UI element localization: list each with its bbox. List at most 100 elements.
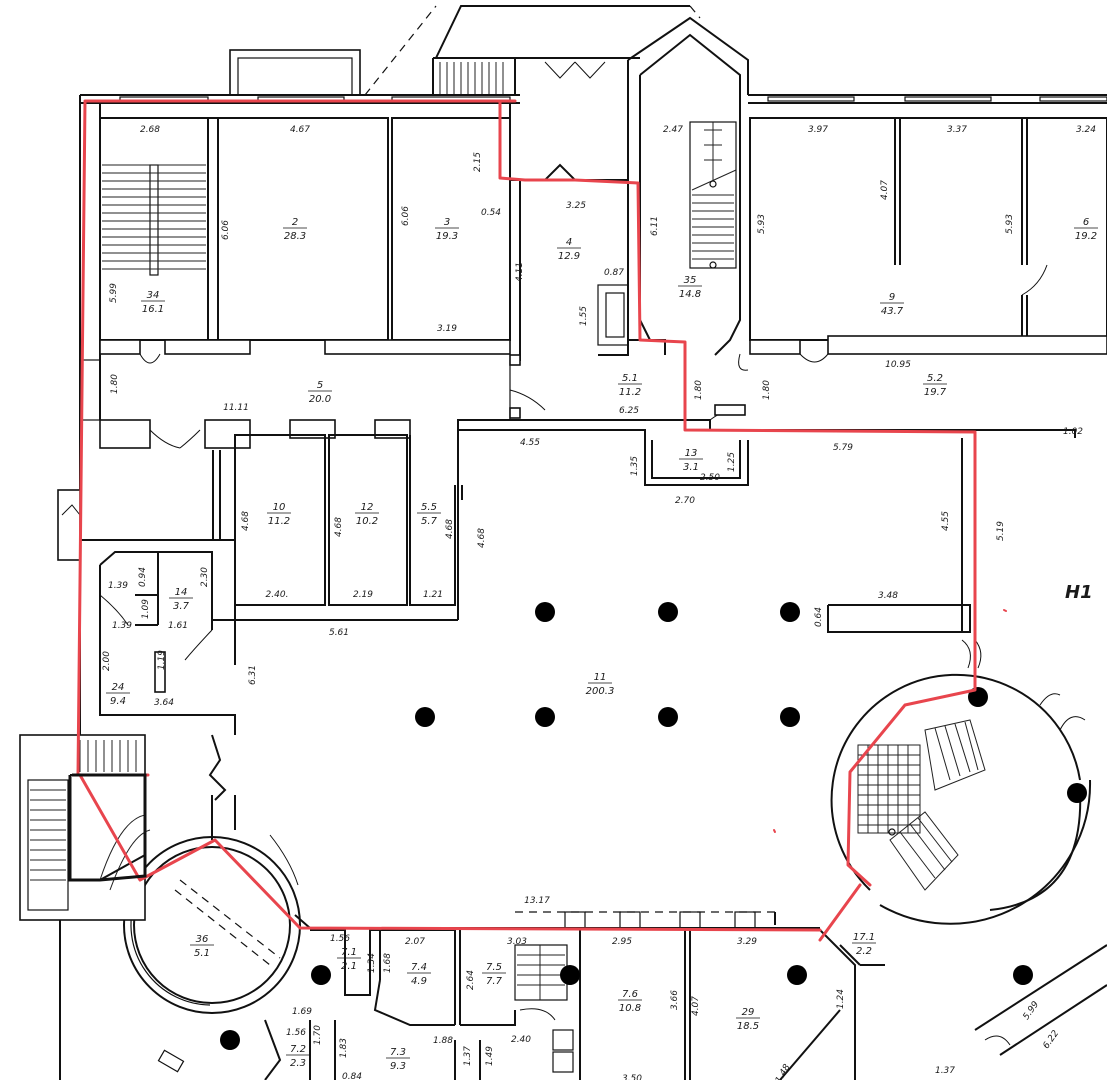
dimension-label: 1.37 (935, 1066, 955, 1076)
sheet-label: Н1 (1065, 582, 1093, 603)
dimension-label: 1.37 (463, 1046, 473, 1066)
room-label-9: 943.7 (880, 292, 904, 317)
dimension-label: 1.25 (727, 452, 737, 472)
dimension-label: 3.19 (437, 324, 457, 334)
room-area: 19.7 (924, 387, 947, 398)
dimension-label: 2.64 (466, 970, 476, 990)
columns (220, 602, 1087, 1050)
room-label-7-2: 7.22.3 (286, 1044, 310, 1069)
dimension-label: 1.48 (774, 1063, 793, 1080)
room-number: 2 (292, 217, 298, 228)
room-area: 4.9 (411, 976, 427, 987)
room-label-2: 228.3 (283, 217, 307, 242)
room-label-7-1: 7.12.1 (337, 947, 361, 972)
room-4-walls (510, 163, 629, 361)
dimension-label: 5.99 (1022, 1000, 1042, 1022)
room-area: 5.1 (194, 948, 210, 959)
room-area: 2.3 (290, 1058, 306, 1069)
room-number: 11 (594, 672, 607, 683)
dimension-label: 2.30 (200, 567, 210, 587)
dimension-label: 6.31 (248, 665, 258, 685)
room-area: 7.7 (486, 976, 503, 987)
room-label-24: 249.4 (106, 682, 130, 707)
room-number: 13 (685, 448, 698, 459)
room-number: 7.2 (290, 1044, 306, 1055)
room-label-5: 520.0 (308, 380, 332, 405)
dimension-label: 3.24 (1076, 125, 1096, 135)
dimension-label: 2.40 (511, 1035, 531, 1045)
dimension-label: 1.80 (762, 380, 772, 400)
dimension-label: 1.34 (367, 953, 377, 973)
dimension-label: 3.64 (154, 698, 174, 708)
room-number: 7.5 (486, 962, 502, 973)
room-label-5-5: 5.55.7 (417, 502, 441, 527)
dimension-label: 1.70 (313, 1025, 323, 1045)
room-area: 20.0 (309, 394, 331, 405)
rooms-2-3-walls (99, 103, 511, 364)
room-number: 12 (361, 502, 374, 513)
room-area: 9.3 (390, 1061, 406, 1072)
dimension-label: 4.07 (880, 180, 890, 200)
dimension-label: 5.93 (1005, 214, 1015, 234)
room-area: 12.9 (558, 251, 580, 262)
dimension-label: 0.94 (138, 567, 148, 587)
room-number: 5.5 (421, 502, 437, 513)
dimension-label: 4.11 (515, 262, 525, 282)
room-number: 7.1 (341, 947, 357, 958)
room-number: 4 (566, 237, 572, 248)
dimension-label: 6.06 (221, 220, 231, 240)
dimension-label: 5.61 (329, 628, 349, 638)
dimension-label: 4.55 (520, 438, 540, 448)
dimension-label: 4.07 (691, 996, 701, 1016)
dimension-label: 6.25 (619, 406, 639, 416)
room-label-6: 619.2 (1074, 217, 1098, 242)
room-number: 14 (175, 587, 188, 598)
dimension-label: 13.17 (524, 896, 550, 906)
dimension-label: 6.11 (650, 216, 660, 236)
room-area: 16.1 (142, 304, 164, 315)
dimension-label: 5.79 (833, 443, 853, 453)
room-number: 3 (444, 217, 450, 228)
dimension-label: 1.21 (423, 590, 443, 600)
dimension-label: 2.47 (663, 125, 683, 135)
dimension-label: 2.19 (353, 590, 373, 600)
dimension-label: 0.64 (814, 607, 824, 627)
dimension-label: 1.24 (836, 989, 846, 1009)
room-label-14: 143.7 (169, 587, 193, 612)
room-number: 36 (196, 934, 209, 945)
dimension-label: 5.93 (757, 214, 767, 234)
room-area: 3.1 (683, 462, 699, 473)
dimension-label: 1.68 (383, 953, 393, 973)
dimension-label: 4.67 (290, 125, 310, 135)
room-number: 7.6 (622, 989, 638, 1000)
south-rooms-walls (157, 929, 1107, 1080)
room-number: 5 (317, 380, 323, 391)
room-area: 43.7 (881, 306, 904, 317)
room-area: 19.2 (1075, 231, 1097, 242)
dimension-label: 3.50 (622, 1074, 642, 1080)
dimension-label: 1.35 (630, 456, 640, 476)
room-area: 11.2 (268, 516, 290, 527)
room-label-3: 319.3 (435, 217, 459, 242)
dimension-label: 1.09 (141, 599, 151, 619)
room-number: 10 (273, 502, 286, 513)
room-number: 24 (112, 682, 125, 693)
dimension-label: 4.68 (241, 511, 251, 531)
dimension-label: 5.19 (996, 521, 1006, 541)
room-label-7-5: 7.57.7 (482, 962, 506, 987)
room-area: 10.8 (619, 1003, 641, 1014)
dimension-label: 4.68 (445, 519, 455, 539)
room-label-7-4: 7.44.9 (407, 962, 431, 987)
dimension-label: 0.84 (342, 1072, 362, 1080)
north-vestibule (229, 5, 749, 96)
dimension-label: 3.29 (737, 937, 757, 947)
rooms-9-6-walls (738, 117, 1107, 371)
dimension-label: 6.22 (1042, 1029, 1062, 1051)
dimension-label: 3.25 (566, 201, 586, 211)
